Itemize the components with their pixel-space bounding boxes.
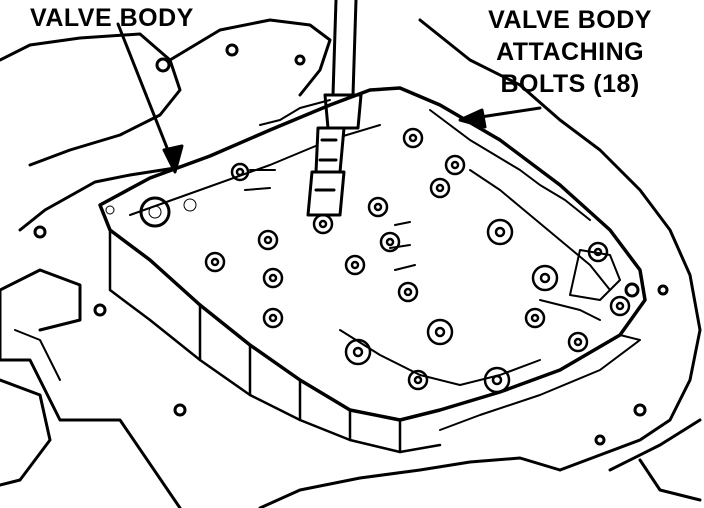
bolt-head-icon [312, 213, 334, 235]
bolt-head-icon [402, 127, 424, 149]
valve-body-arrowhead [162, 144, 184, 174]
bolts-label-line3: BOLTS (18) [500, 70, 640, 98]
attaching-bolts-label: VALVE BODY ATTACHING BOLTS (18) [488, 4, 652, 100]
valve-body [98, 86, 647, 454]
bolt-head-icon [344, 338, 372, 366]
bolts-label-line1: VALVE BODY [488, 6, 652, 34]
bolt-head-icon [483, 366, 511, 394]
valve-body-leader [116, 22, 177, 170]
bolt-head-icon [426, 318, 454, 346]
valve-body-bolts [204, 127, 631, 394]
bolt-head-icon [567, 331, 589, 353]
bolt-head-icon [531, 264, 559, 292]
bolt-head-icon [397, 281, 419, 303]
bolt-head-icon [262, 267, 284, 289]
bolts-label-line2: ATTACHING [496, 38, 645, 66]
bolt-head-icon [262, 307, 284, 329]
bolt-head-icon [230, 162, 250, 182]
bolt-head-icon [379, 231, 401, 253]
bolts-leader [472, 106, 542, 120]
extension-bar-icon [306, 0, 363, 217]
bolts-arrowhead [458, 108, 487, 129]
bolt-head-icon [524, 307, 546, 329]
bolt-head-icon [204, 251, 226, 273]
bolt-head-icon [257, 229, 279, 251]
bolt-head-icon [444, 154, 466, 176]
leader-arrows [116, 22, 542, 174]
bolt-head-icon [587, 241, 609, 263]
bolt-head-icon [609, 295, 631, 317]
valve-body-label: VALVE BODY [30, 4, 194, 32]
bolt-head-icon [367, 196, 389, 218]
bolt-head-icon [407, 369, 429, 391]
bolt-head-icon [344, 254, 366, 276]
bolt-head-icon [486, 218, 514, 246]
transmission-case [0, 18, 702, 508]
bolt-head-icon [429, 177, 451, 199]
